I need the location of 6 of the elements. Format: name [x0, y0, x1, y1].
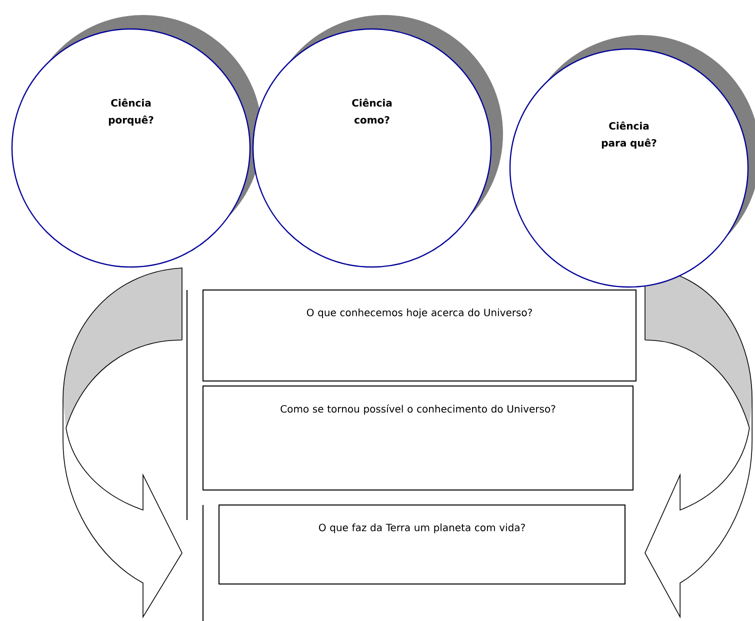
- circle-label: Ciência como?: [252, 15, 503, 268]
- question-box: O que faz da Terra um planeta com vida?: [218, 504, 626, 584]
- circle-label: Ciência porquê?: [11, 15, 262, 268]
- circle-label: Ciência para quê?: [509, 35, 755, 288]
- question-box: Como se tornou possível o conhecimento do Universo?: [202, 386, 634, 490]
- question-box: O que conhecemos hoje acerca do Universo?: [202, 290, 636, 382]
